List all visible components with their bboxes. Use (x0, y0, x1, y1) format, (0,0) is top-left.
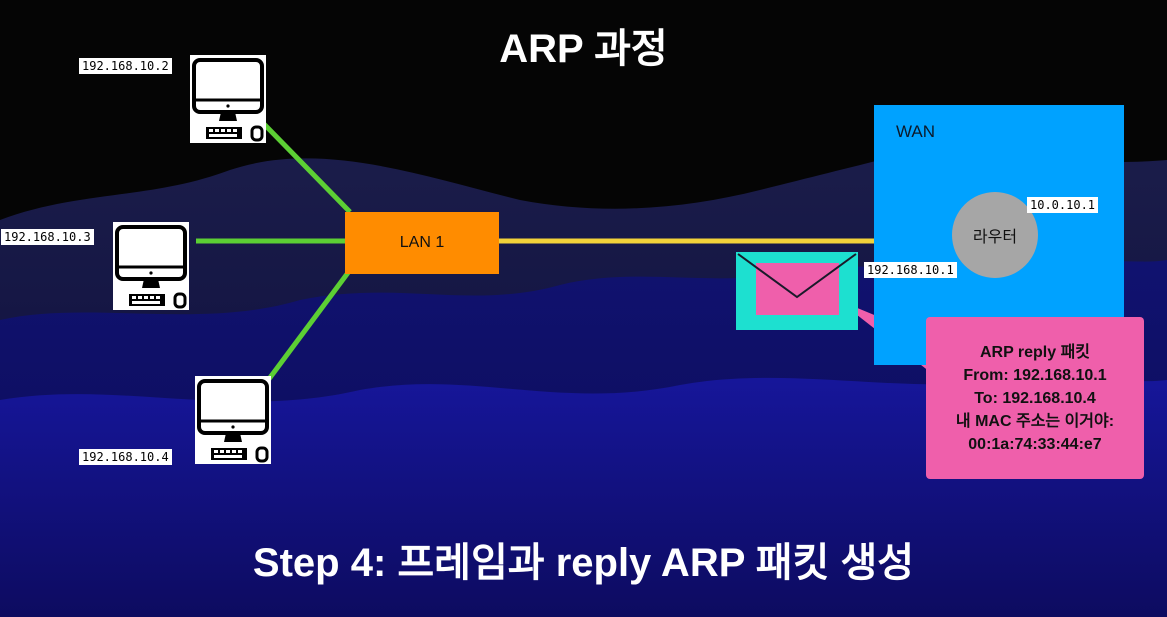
wan-label: WAN (896, 122, 936, 141)
computer-icon-host3 (195, 376, 271, 464)
packet-line-mac: 00:1a:74:33:44:e7 (968, 435, 1102, 453)
computer-icon-host1 (190, 55, 266, 143)
step-caption: Step 4: 프레임과 reply ARP 패킷 생성 (252, 541, 915, 585)
background-wave-front (0, 377, 1167, 617)
host1-ip-label: 192.168.10.2 (79, 58, 172, 74)
envelope-icon (736, 252, 858, 330)
packet-line-from: From: 192.168.10.1 (963, 366, 1107, 384)
packet-line-to: To: 192.168.10.4 (974, 389, 1096, 407)
router-label: 라우터 (972, 229, 1018, 246)
link-host1-lan (260, 120, 352, 214)
host2-ip-label: 192.168.10.3 (1, 229, 94, 245)
packet-line-message: 내 MAC 주소는 이거야: (955, 412, 1115, 430)
lan-switch: LAN 1 (345, 212, 499, 274)
diagram-title: ARP 과정 (499, 27, 668, 71)
host3-ip-label: 192.168.10.4 (79, 449, 172, 465)
packet-line-type: ARP reply 패킷 (979, 343, 1091, 361)
router-wan-ip-label: 10.0.10.1 (1027, 197, 1099, 213)
computer-icon-host2 (113, 222, 189, 310)
router-node: 라우터 (952, 192, 1038, 278)
link-host3-lan (263, 268, 353, 385)
packet-callout: ARP reply 패킷 From: 192.168.10.1 To: 192.… (926, 317, 1144, 479)
lan-label: LAN 1 (399, 234, 445, 251)
router-lan-ip-label: 192.168.10.1 (864, 262, 957, 278)
